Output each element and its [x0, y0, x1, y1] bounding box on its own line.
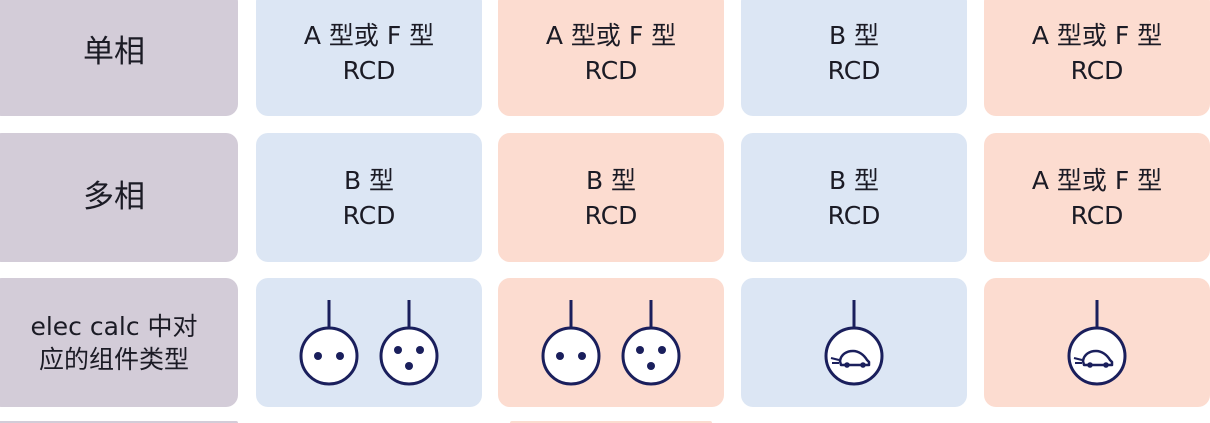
two-pin-socket-icon [299, 299, 359, 385]
cell-line1: A 型或 F 型 [303, 21, 435, 50]
cell-line2: RCD [584, 200, 638, 230]
ev-charger-icon [1067, 299, 1127, 385]
cell-line2: RCD [827, 56, 881, 85]
cell-line1: A 型或 F 型 [1031, 21, 1163, 50]
cell-r3-c2 [498, 278, 724, 407]
row-header-line1: elec calc 中对 [30, 311, 198, 341]
cell-r1-c3: B 型 RCD [741, 0, 967, 116]
cell-r3-c1 [256, 278, 482, 407]
row-header-component-type: elec calc 中对 应的组件类型 [0, 278, 238, 407]
cell-r2-c3: B 型 RCD [741, 133, 967, 262]
cell-r1-c1: A 型或 F 型 RCD [256, 0, 482, 116]
cell-r2-c2: B 型 RCD [498, 133, 724, 262]
cell-line2: RCD [1070, 200, 1124, 230]
cell-r1-c4: A 型或 F 型 RCD [984, 0, 1210, 116]
three-pin-socket-icon [379, 299, 439, 385]
row-header-multi-phase: 多相 [0, 133, 238, 262]
cell-line2: RCD [584, 56, 638, 85]
ev-charger-icon [824, 299, 884, 385]
cell-line1: B 型 [343, 165, 395, 195]
cell-r2-c4: A 型或 F 型 RCD [984, 133, 1210, 262]
cell-line1: A 型或 F 型 [545, 21, 677, 50]
cell-r3-c3 [741, 278, 967, 407]
cell-line1: B 型 [828, 165, 880, 195]
cell-line2: RCD [342, 56, 396, 85]
cell-line2: RCD [342, 200, 396, 230]
row-header-label: 单相 [83, 34, 145, 71]
cell-r1-c2: A 型或 F 型 RCD [498, 0, 724, 116]
cell-line1: A 型或 F 型 [1031, 165, 1163, 195]
cell-line2: RCD [827, 200, 881, 230]
row-header-label: 多相 [83, 178, 145, 215]
cell-r3-c4 [984, 278, 1210, 407]
cell-line1: B 型 [585, 165, 637, 195]
cell-next-c2 [510, 421, 712, 423]
row-header-next [0, 421, 238, 423]
row-header-single-phase: 单相 [0, 0, 238, 116]
cell-line2: RCD [1070, 56, 1124, 85]
cell-r2-c1: B 型 RCD [256, 133, 482, 262]
two-pin-socket-icon [541, 299, 601, 385]
three-pin-socket-icon [621, 299, 681, 385]
cell-line1: B 型 [828, 21, 880, 50]
row-header-line2: 应的组件类型 [38, 344, 189, 374]
